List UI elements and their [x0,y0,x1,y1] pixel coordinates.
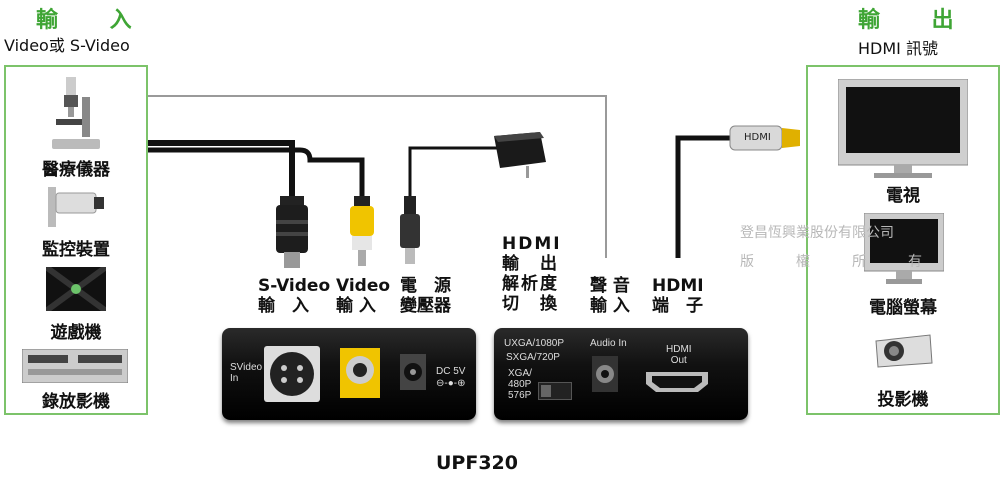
hdmi-out-label: HDMI Out [666,344,692,366]
hdmi-port-icon [646,372,708,392]
label-video-input: Video 輸 入 [336,276,391,316]
rca-port-icon [340,348,380,398]
hdmi-connector-label: HDMI [744,132,771,143]
converter-front-panel: SVideo In DC 5V ⊖-●-⊕ [222,328,476,420]
res-option-3: XGA/ 480P 576P [508,368,532,401]
security-camera-icon [48,187,104,227]
res-option-2: SXGA/720P [506,352,560,363]
dc-label: DC 5V [436,366,466,377]
label-hdmi-resolution-switch: HDMI 輸 出 解析度 切 換 [502,234,562,314]
output-title: 輸 出 [858,8,976,33]
label-svideo-input: S-Video 輸 入 [258,276,331,316]
vcr-icon [22,349,128,383]
input-panel: 醫療儀器 監控裝置 遊戲機 錄放影機 [4,65,148,415]
power-adapter [494,132,546,178]
audio-port-icon [592,356,618,392]
converter-back-panel: UXGA/1080P SXGA/720P XGA/ 480P 576P Audi… [494,328,748,420]
device-tv: 電視 [886,186,920,206]
watermark-line1: 登昌恆興業股份有限公司 [740,225,894,241]
model-name: UPF320 [436,452,518,474]
input-title: 輸 入 [36,8,154,33]
device-medical: 醫療儀器 [42,160,110,180]
label-power-adapter: 電 源 變壓器 [400,276,451,316]
hdmi-connector [729,125,800,151]
video-cable [146,147,365,200]
audio-in-label: Audio In [590,338,627,349]
monitor-icon [864,213,944,284]
svideo-cable [146,140,295,200]
projector-icon [875,334,933,368]
dc-polarity-icon: ⊖-●-⊕ [436,378,466,389]
watermark-line2: 版 權 所 有 [740,254,922,270]
audio-cable [146,95,607,258]
output-subtitle: HDMI 訊號 [858,39,938,58]
device-projector: 投影機 [877,390,929,410]
input-subtitle: Video或 S-Video [4,36,130,55]
device-monitor: 電腦螢幕 [869,298,937,318]
svideo-plug [276,196,308,268]
svideo-port-icon [264,346,320,402]
microscope-icon [52,77,100,149]
res-option-1: UXGA/1080P [504,338,565,349]
game-console-icon [46,267,106,311]
power-cable [408,146,498,200]
svideo-in-label: SVideo In [230,362,263,384]
device-camera: 監控裝置 [42,240,110,260]
label-hdmi-port: HDMI 端 子 [652,276,704,316]
tv-icon [838,79,968,178]
dc-plug [400,196,420,264]
dc-port-icon [400,354,426,390]
device-vcr: 錄放影機 [42,392,110,412]
output-panel: 電視 電腦螢幕 投影機 [806,65,1000,415]
label-audio-input: 聲 音 輸 入 [590,276,630,316]
hdmi-cable [675,135,733,258]
resolution-switch[interactable] [538,382,572,400]
rca-plug [350,196,374,266]
device-console: 遊戲機 [50,323,102,343]
